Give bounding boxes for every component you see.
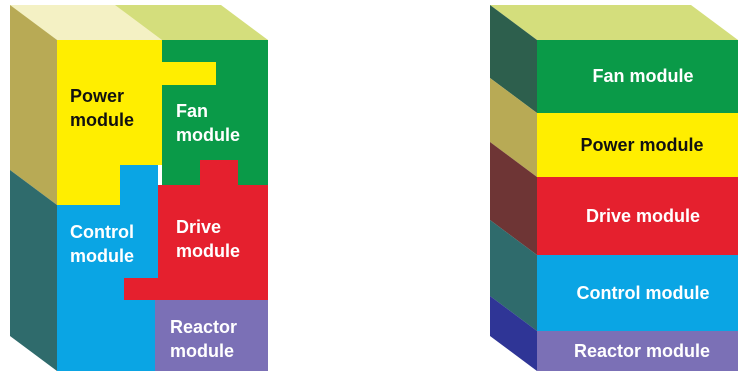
drive-module-label-line2: module	[176, 241, 240, 261]
reactor-module-label-line2: module	[170, 341, 234, 361]
fan-module-layer-label: Fan module	[592, 66, 693, 86]
control-module-label-line1: Control	[70, 222, 134, 242]
right-stack-top-face	[490, 5, 738, 40]
reactor-module-layer-label: Reactor module	[574, 341, 710, 361]
reactor-module-piece	[155, 300, 268, 371]
left-block-side-lower	[10, 170, 57, 371]
control-module-piece	[57, 165, 158, 371]
drive-layer-front	[537, 177, 738, 255]
drive-module-piece	[124, 160, 268, 300]
fan-layer-front	[537, 40, 738, 113]
left-block-side-upper	[10, 5, 57, 205]
drive-layer-side	[490, 142, 537, 255]
reactor-layer-side	[490, 296, 537, 371]
power-module-label-line2: module	[70, 110, 134, 130]
power-layer-front	[537, 113, 738, 177]
power-module-layer-label: Power module	[580, 135, 703, 155]
fan-layer-side	[490, 5, 537, 113]
right-stacked-block: Fan module Power module Drive module Con…	[490, 5, 738, 371]
left-puzzle-block: Power module Fan module Control module D…	[10, 5, 268, 371]
left-block-top-face-highlight	[10, 5, 162, 40]
fan-module-piece	[162, 40, 268, 185]
reactor-module-label-line1: Reactor	[170, 317, 237, 337]
reactor-layer-front	[537, 331, 738, 371]
fan-module-label-line2: module	[176, 125, 240, 145]
drive-module-label-line1: Drive	[176, 217, 221, 237]
control-module-layer-label: Control module	[577, 283, 710, 303]
power-layer-side	[490, 78, 537, 177]
drive-module-layer-label: Drive module	[586, 206, 700, 226]
fan-module-label-line1: Fan	[176, 101, 208, 121]
power-module-piece	[57, 40, 216, 205]
control-layer-front	[537, 255, 738, 331]
control-layer-side	[490, 220, 537, 331]
control-module-label-line2: module	[70, 246, 134, 266]
power-module-label-line1: Power	[70, 86, 124, 106]
